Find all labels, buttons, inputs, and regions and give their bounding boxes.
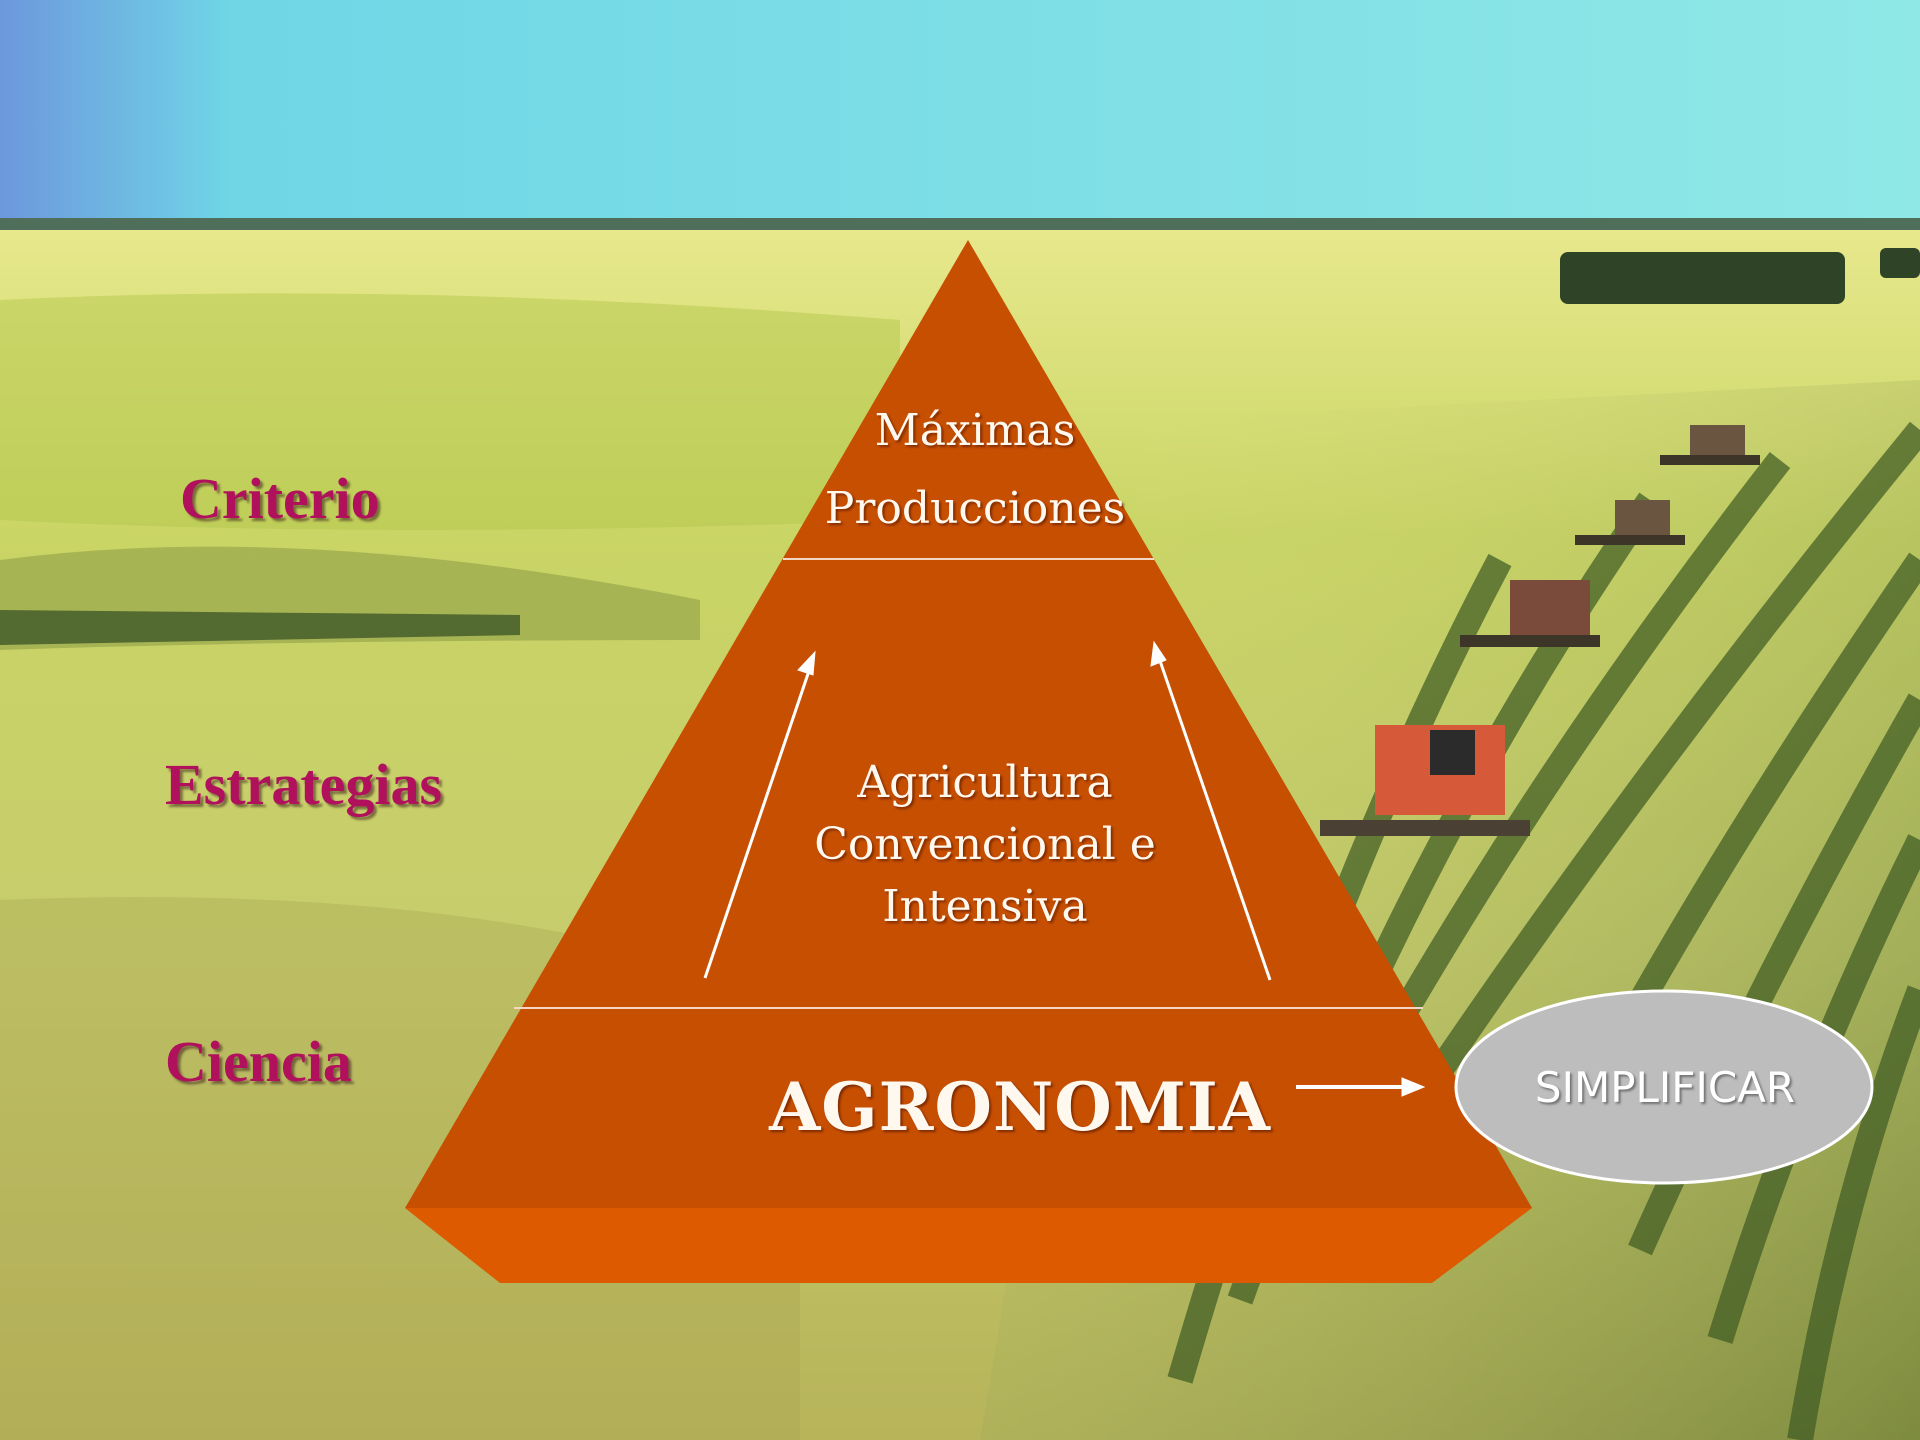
top-line-2: Producciones — [824, 483, 1126, 534]
field-green-patch — [0, 293, 900, 530]
middle-line-3: Intensiva — [882, 881, 1088, 932]
field-dark-strip — [0, 610, 520, 645]
arrow-to-callout — [1296, 1077, 1426, 1097]
label-ciencia: Ciencia — [165, 1029, 352, 1094]
pyramid-base-text: AGRONOMIA — [769, 1068, 1271, 1146]
tree-line-small — [1880, 248, 1920, 278]
arrow-up-left — [703, 650, 816, 979]
simplificar-label: SIMPLIFICAR — [1534, 1063, 1796, 1112]
harvester-1 — [1660, 425, 1760, 465]
sky — [0, 0, 1920, 225]
tree-line — [1560, 252, 1845, 304]
harvester-4 — [1320, 725, 1530, 836]
pyramid-top-text: Máximas Producciones — [795, 392, 1155, 548]
harvester-2 — [1575, 500, 1685, 545]
pyramid-front-face — [405, 1208, 1532, 1283]
middle-line-1: Agricultura — [857, 757, 1113, 808]
arrow-up-right — [1150, 640, 1272, 981]
horizon-line — [0, 218, 1920, 232]
combine-harvesters — [1320, 425, 1760, 836]
harvester-3 — [1460, 580, 1600, 647]
label-estrategias: Estrategias — [165, 752, 443, 817]
simplificar-callout — [1454, 989, 1874, 1185]
pyramid-middle-text: Agricultura Convencional e Intensiva — [780, 752, 1190, 938]
pyramid — [405, 240, 1532, 1283]
label-criterio: Criterio — [180, 466, 380, 531]
middle-line-2: Convencional e — [814, 819, 1156, 870]
pyramid-body — [405, 240, 1532, 1208]
top-line-1: Máximas — [874, 405, 1076, 456]
